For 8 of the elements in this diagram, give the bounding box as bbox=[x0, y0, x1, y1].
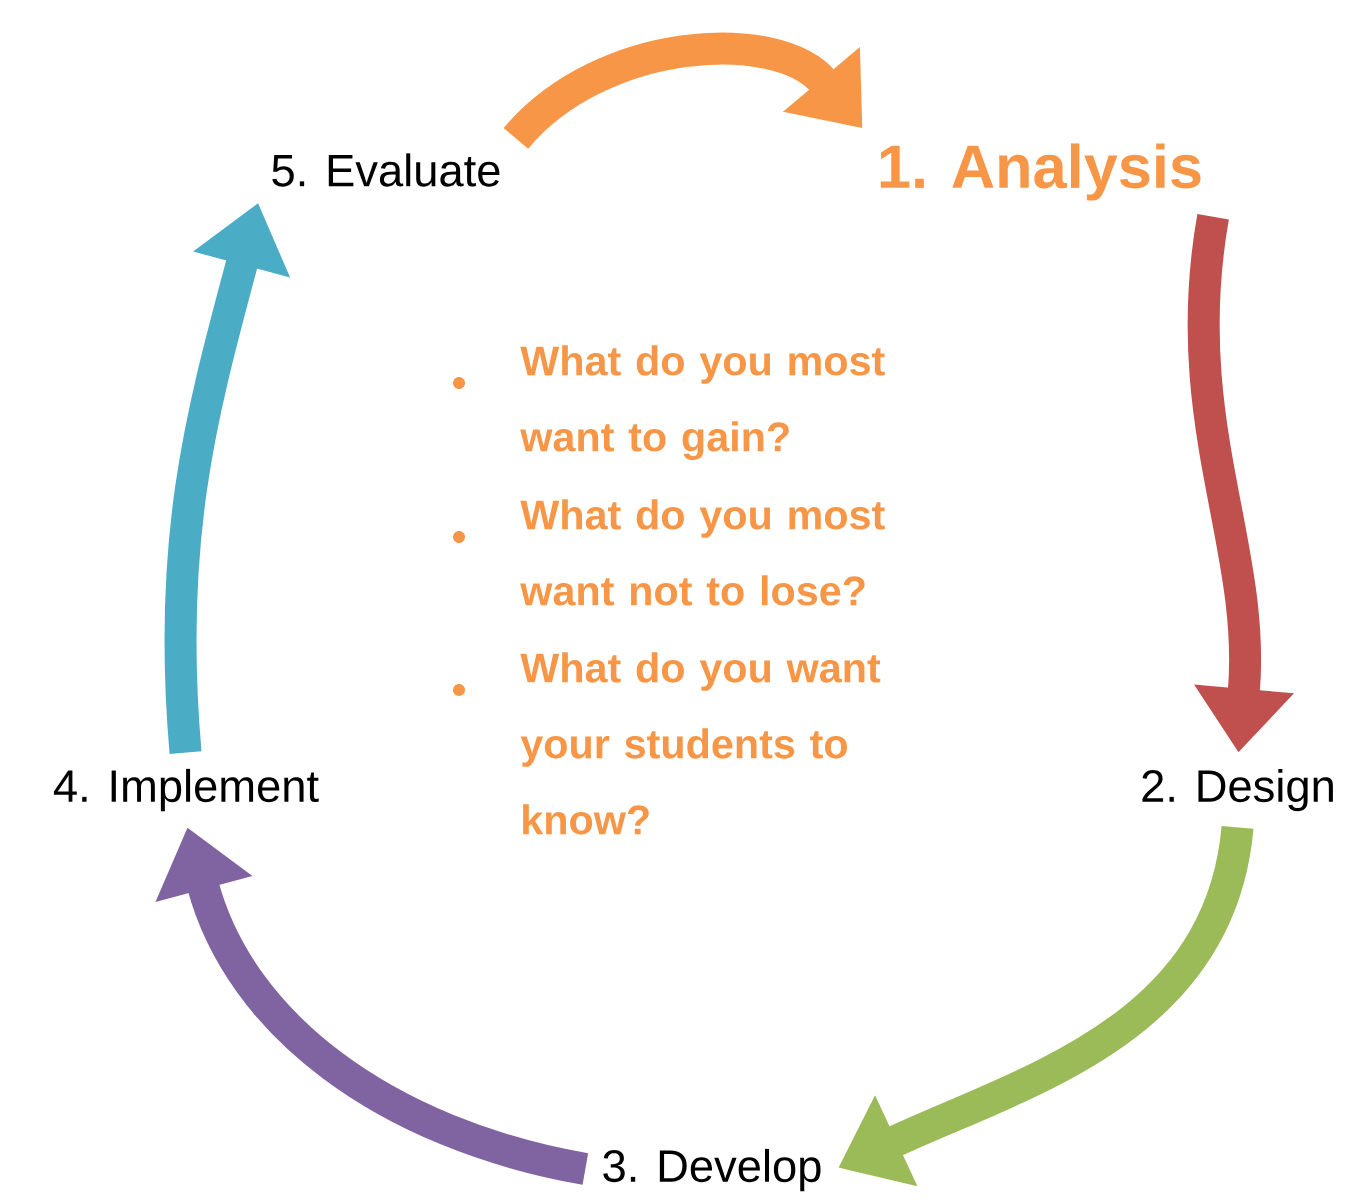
step-label: 3. Develop bbox=[603, 1148, 821, 1192]
question-text: What do you most want not to lose? bbox=[520, 499, 885, 606]
question-text: What do you most want to gain? bbox=[520, 345, 885, 460]
question-text: What do you want your students to know? bbox=[520, 652, 881, 835]
step-label: 5. Evaluate bbox=[272, 153, 500, 187]
step-label: 1. Analysis bbox=[880, 143, 1201, 201]
step-label: 4. Implement bbox=[53, 768, 319, 812]
step-label: 2. Design bbox=[1142, 768, 1333, 812]
